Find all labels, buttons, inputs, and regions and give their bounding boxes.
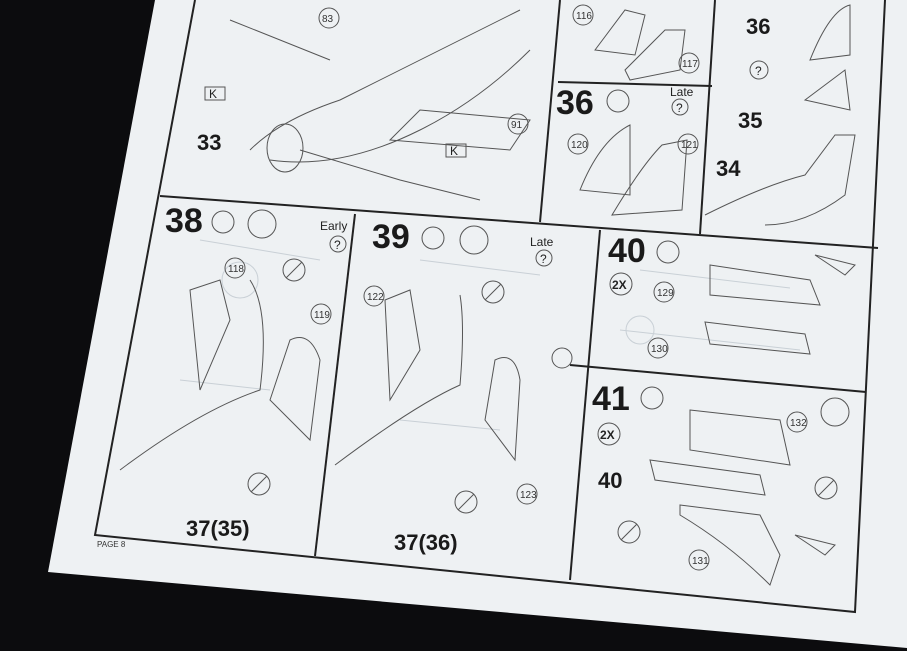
step-39: 39 Late ? 122 123 37(36) bbox=[334, 218, 573, 555]
multiplier-badge bbox=[609, 272, 633, 296]
svg-text:120: 120 bbox=[571, 140, 588, 151]
svg-text:40: 40 bbox=[598, 468, 622, 493]
step-41: 41 2X 132 131 40 bbox=[592, 380, 850, 586]
svg-text:K: K bbox=[450, 144, 458, 158]
background-sprue-print bbox=[179, 239, 801, 431]
panel-frame bbox=[93, 0, 886, 614]
svg-text:119: 119 bbox=[314, 310, 330, 321]
glue-icon bbox=[421, 226, 445, 250]
svg-text:122: 122 bbox=[367, 292, 384, 303]
svg-text:36: 36 bbox=[746, 14, 770, 39]
step-40: 40 2X 129 130 bbox=[608, 232, 856, 359]
paper-page bbox=[48, 0, 907, 648]
svg-text:123: 123 bbox=[520, 490, 537, 501]
step-35-top: 116 117 bbox=[572, 4, 700, 81]
no-glue-icon bbox=[282, 258, 306, 282]
svg-text:Late: Late bbox=[670, 85, 694, 99]
svg-text:91: 91 bbox=[511, 120, 523, 131]
step-34-36: 36 ? 35 34 bbox=[704, 4, 856, 226]
svg-text:?: ? bbox=[676, 101, 683, 115]
glue-icon bbox=[640, 386, 664, 410]
step-33: 83 91 K K 33 bbox=[197, 7, 531, 201]
svg-text:?: ? bbox=[540, 252, 547, 266]
glue-icon bbox=[656, 240, 680, 264]
svg-text:2X: 2X bbox=[612, 278, 627, 292]
glue-icon bbox=[606, 89, 630, 113]
svg-text:116: 116 bbox=[576, 11, 592, 22]
svg-text:33: 33 bbox=[197, 130, 221, 155]
step-38: 38 Early ? 118 119 37(35) bbox=[119, 202, 347, 541]
svg-text:35: 35 bbox=[738, 108, 762, 133]
no-glue-icon bbox=[247, 472, 271, 496]
svg-text:38: 38 bbox=[165, 202, 203, 240]
svg-text:132: 132 bbox=[790, 418, 807, 429]
no-glue-icon bbox=[481, 280, 505, 304]
clock-drying-icon bbox=[820, 397, 850, 427]
svg-text:131: 131 bbox=[692, 556, 709, 567]
svg-text:34: 34 bbox=[716, 156, 741, 181]
glue-icon bbox=[551, 347, 573, 369]
svg-text:?: ? bbox=[755, 64, 762, 78]
question-icon bbox=[535, 249, 553, 267]
svg-text:?: ? bbox=[334, 238, 341, 252]
svg-text:40: 40 bbox=[608, 232, 646, 270]
svg-text:41: 41 bbox=[592, 380, 630, 418]
page-number: PAGE 8 bbox=[97, 540, 126, 549]
svg-text:36: 36 bbox=[556, 84, 594, 122]
no-glue-icon bbox=[814, 476, 838, 500]
svg-text:129: 129 bbox=[657, 288, 674, 299]
no-glue-icon bbox=[454, 490, 478, 514]
multiplier-badge bbox=[597, 422, 621, 446]
svg-text:121: 121 bbox=[681, 140, 698, 151]
clamp-icon bbox=[814, 254, 856, 276]
question-icon bbox=[749, 60, 769, 80]
svg-text:39: 39 bbox=[372, 218, 410, 256]
svg-text:Early: Early bbox=[320, 219, 347, 233]
no-glue-icon bbox=[617, 520, 641, 544]
svg-text:2X: 2X bbox=[600, 428, 615, 442]
svg-text:Late: Late bbox=[530, 235, 554, 249]
clamp-icon bbox=[794, 534, 836, 556]
svg-text:83: 83 bbox=[322, 14, 334, 25]
svg-text:118: 118 bbox=[228, 264, 244, 275]
question-icon bbox=[671, 98, 689, 116]
clock-drying-icon bbox=[459, 225, 489, 255]
svg-text:37(36): 37(36) bbox=[394, 530, 458, 555]
clock-drying-icon bbox=[247, 209, 277, 239]
question-icon bbox=[329, 235, 347, 253]
svg-text:130: 130 bbox=[651, 344, 668, 355]
svg-text:K: K bbox=[209, 87, 217, 101]
svg-text:117: 117 bbox=[682, 59, 698, 70]
step-36: 36 Late ? 120 121 bbox=[556, 84, 699, 216]
svg-text:37(35): 37(35) bbox=[186, 516, 250, 541]
glue-icon bbox=[211, 210, 235, 234]
